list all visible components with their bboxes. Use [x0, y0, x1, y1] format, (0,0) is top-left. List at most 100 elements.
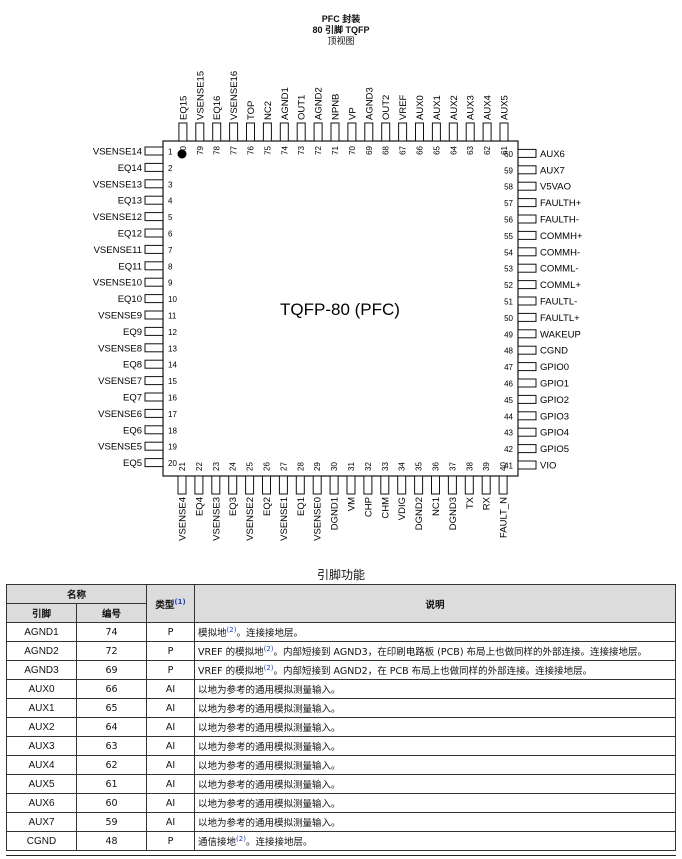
pin-lead — [517, 214, 537, 224]
pin-number-cell: 65 — [75, 698, 148, 718]
pin-lead — [296, 122, 306, 142]
pin-lead — [415, 122, 424, 142]
pin-lead — [279, 122, 289, 142]
pin-lead — [517, 362, 537, 372]
number-header: 编号 — [75, 603, 148, 623]
pin-number-top: 66 — [416, 145, 425, 154]
pin-name-top: AUX1 — [432, 95, 443, 120]
pin-description-cell: 模拟地(2)。连接接地层。 — [194, 622, 676, 642]
pin-name-left: VSENSE13 — [93, 179, 142, 190]
pin-number-bottom: 31 — [347, 462, 356, 471]
footnote-link[interactable]: (2) — [236, 834, 246, 843]
pin-name-cell: AGND2 — [6, 641, 77, 661]
pin-name-bottom: VSENSE3 — [211, 497, 222, 541]
pin-number-left: 13 — [168, 344, 177, 353]
pin-name-left: VSENSE12 — [93, 212, 142, 223]
pin-lead — [144, 441, 164, 451]
pin-lead — [144, 212, 164, 222]
pin-name-right: GPIO2 — [540, 395, 569, 406]
pin-number-bottom: 26 — [263, 462, 272, 471]
pin-number-left: 8 — [168, 262, 173, 271]
pin-name-bottom: CHP — [363, 497, 374, 517]
pin-type-cell: P — [146, 622, 196, 642]
pin-number-right: 50 — [504, 314, 513, 323]
pin-number-right: 58 — [504, 183, 513, 192]
pin-number-top: 62 — [483, 145, 492, 154]
pin-name-top: VSENSE16 — [229, 71, 240, 120]
pin-number-top: 80 — [179, 145, 188, 154]
pin-lead — [517, 165, 537, 175]
type-header: 类型(1) — [146, 584, 196, 623]
pin-lead — [380, 475, 390, 495]
pin-description-cell: 通信接地(2)。连接接地层。 — [194, 831, 676, 851]
pin-name-top: EQ16 — [212, 96, 223, 120]
pin-number-top: 71 — [331, 145, 340, 154]
pin-lead — [517, 411, 537, 421]
package-view: 顶视图 — [327, 36, 355, 46]
pin-name-top: OUT1 — [297, 95, 308, 120]
footnote-link[interactable]: (2) — [226, 625, 237, 634]
pin-name-bottom: VSENSE4 — [178, 497, 189, 541]
footnote-link[interactable]: (2) — [263, 663, 274, 672]
pin-name-top: AUX0 — [415, 95, 426, 120]
pin-number-top: 61 — [500, 145, 509, 154]
pin-number-left: 7 — [168, 246, 173, 255]
pin-number-right: 55 — [504, 232, 513, 241]
pin-type-cell: AI — [146, 717, 196, 737]
pin-number-left: 15 — [168, 377, 177, 386]
pin-lead — [448, 122, 458, 142]
pin-number-left: 4 — [168, 197, 173, 206]
pin-name-right: COMML+ — [540, 280, 581, 291]
pin-name-left: EQ12 — [118, 229, 142, 240]
pin-lead — [329, 475, 339, 495]
pin-name-top: AGND3 — [364, 87, 375, 120]
pin-description-cell: 以地为参考的通用模拟测量输入。 — [194, 679, 676, 699]
pin-number-left: 12 — [168, 328, 177, 337]
pin-name-top: AGND2 — [314, 87, 325, 120]
pin-name-right: FAULTH- — [540, 215, 579, 226]
pin-lead — [517, 444, 537, 454]
pin-name-top: VP — [347, 107, 358, 120]
pin-lead — [144, 277, 164, 287]
pin-number-top: 69 — [365, 145, 374, 154]
pin-number-cell: 69 — [75, 660, 148, 680]
pin-type-cell: P — [146, 660, 196, 680]
pin-name-top: TOP — [246, 101, 257, 120]
pin-name-right: V5VAO — [540, 182, 571, 193]
pin-name-left: EQ5 — [123, 458, 142, 469]
pin-number-top: 76 — [247, 145, 256, 154]
pin-name-cell: AUX5 — [6, 774, 77, 794]
pin1-marker — [177, 149, 187, 159]
pin-lead — [211, 475, 221, 495]
pin-number-top: 78 — [213, 145, 222, 154]
pin-description-cell: 以地为参考的通用模拟测量输入。 — [194, 736, 676, 756]
pin-type-cell: AI — [146, 755, 196, 775]
pin-lead — [517, 148, 537, 158]
pin-lead — [447, 475, 457, 495]
pin-number-top: 63 — [466, 145, 475, 154]
pin-lead — [144, 458, 164, 468]
pin-number-right: 54 — [504, 248, 513, 257]
pin-name-left: VSENSE10 — [93, 278, 142, 289]
pin-description-cell: VREF 的模拟地(2)。内部短接到 AGND3，在印刷电路板 (PCB) 布局… — [194, 641, 676, 661]
pin-number-left: 11 — [168, 312, 177, 321]
footnote-link[interactable]: (2) — [263, 644, 274, 653]
pin-lead — [144, 310, 164, 320]
pin-lead — [363, 475, 373, 495]
pin-number-cell: 61 — [75, 774, 148, 794]
pin-lead — [517, 247, 537, 257]
pin-number-cell: 64 — [75, 717, 148, 737]
pin-lead — [229, 122, 239, 142]
pin-lead — [295, 475, 305, 495]
pin-name-right: GPIO3 — [540, 411, 569, 422]
pin-lead — [228, 475, 238, 495]
pin-number-bottom: 39 — [482, 462, 491, 471]
pin-name-bottom: NC1 — [431, 497, 442, 516]
pin-name-right: CGND — [540, 346, 568, 357]
pin-name-top: AUX4 — [483, 95, 494, 120]
pin-description-cell: 以地为参考的通用模拟测量输入。 — [194, 698, 676, 718]
